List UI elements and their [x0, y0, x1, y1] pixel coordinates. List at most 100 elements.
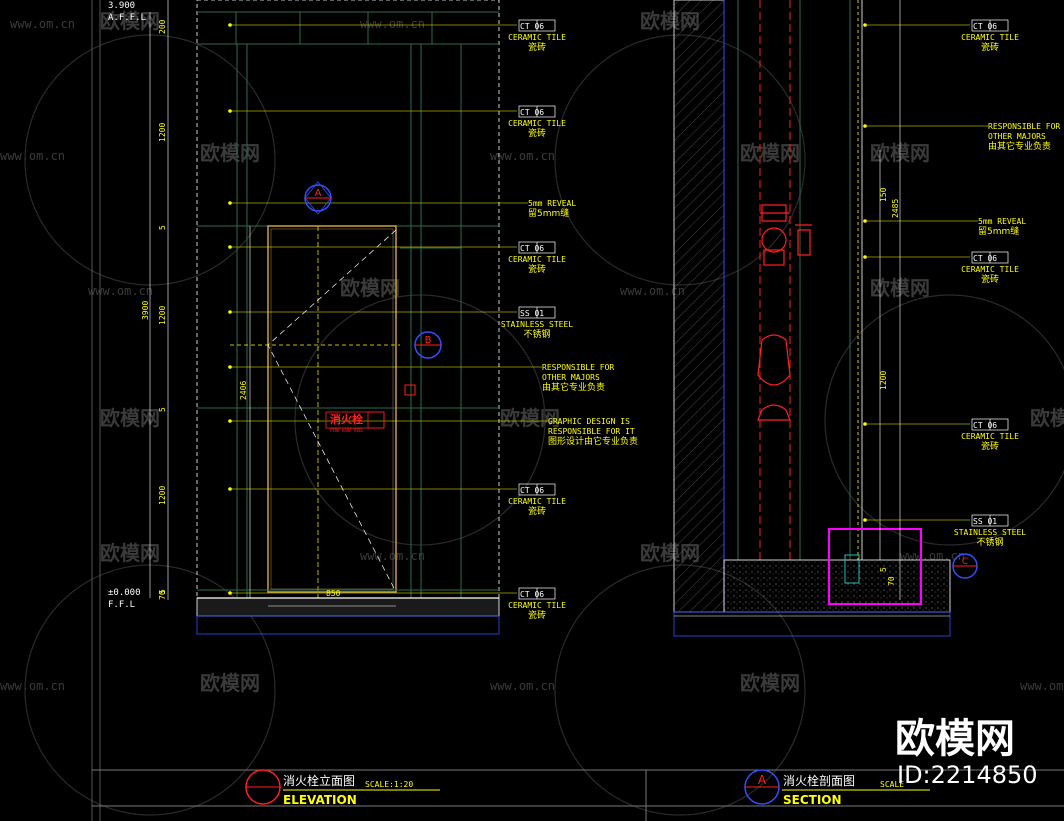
dim-1200-bot: 1200	[158, 486, 167, 505]
watermark-brand: 欧模网	[1030, 406, 1064, 430]
material-label-en: CERAMIC TILE	[508, 497, 566, 506]
elevation-scale: SCALE:1:20	[365, 780, 413, 789]
material-label-en: STAINLESS STEEL	[954, 528, 1026, 537]
watermark-url: www.om.cn	[620, 284, 685, 298]
watermark-url: www.om.cn	[490, 149, 555, 163]
level-top-label: A.F.F.L	[108, 13, 146, 23]
watermark-url: www.om.cn	[360, 549, 425, 563]
section-title-block: A 消火栓剖面图 SCALE SECTION	[744, 769, 930, 807]
dim-1200-top: 1200	[158, 123, 167, 142]
elevation-drawing: 消火栓 FIRE HOSE REEL A B	[149, 0, 548, 635]
elevation-title-mark-icon	[245, 769, 281, 805]
dim-5-b: 5	[158, 407, 167, 412]
section-mark-a-icon: A	[304, 181, 332, 215]
watermark-url: www.om.cn	[490, 679, 555, 693]
dim-1200-mid: 1200	[158, 306, 167, 325]
material-code-tag: CT 06	[971, 251, 1009, 264]
watermark-brand: 欧模网	[100, 541, 160, 565]
section-title-mark: A	[758, 773, 767, 787]
material-code-tag: CT 06	[518, 105, 556, 118]
dim-door-height: 2406	[239, 381, 248, 400]
dim-door-width: 850	[326, 589, 341, 598]
watermark-brand: 欧模网	[200, 671, 260, 695]
elevation-title-block: 消火栓立面图 SCALE:1:20 ELEVATION	[245, 769, 440, 807]
material-code-tag: SS 01	[518, 306, 556, 319]
section-mark-b-label: B	[425, 335, 432, 346]
material-label-en: 5mm REVEAL	[528, 199, 576, 208]
dim-2485: 2485	[891, 199, 900, 218]
hose-nozzle-icon	[757, 334, 791, 421]
brand-id: ID:2214850	[897, 761, 1038, 789]
material-label-en: STAINLESS STEEL	[501, 320, 573, 329]
dim-150: 150	[879, 187, 888, 202]
material-code: SS 01	[973, 517, 997, 526]
material-code: CT 06	[520, 22, 544, 31]
section-title-en: SECTION	[783, 793, 842, 807]
watermark-brand: 欧模网	[340, 276, 400, 300]
material-label-cn: 留5mm缝	[978, 225, 1019, 237]
level-top: 3.900	[108, 1, 135, 11]
dim-70: 70	[158, 590, 167, 600]
dim-5-section: 5	[879, 567, 888, 572]
elevation-title-cn: 消火栓立面图	[283, 773, 355, 788]
material-label-en: CERAMIC TILE	[508, 119, 566, 128]
material-label-cn: 瓷砖	[981, 41, 999, 53]
section-leader-lines	[863, 23, 988, 522]
detail-mark-label: C	[962, 557, 968, 567]
dim-70-section: 70	[887, 576, 896, 586]
watermark-brand: 欧模网	[500, 406, 560, 430]
material-code: CT 06	[520, 244, 544, 253]
material-label-en: CERAMIC TILE	[961, 265, 1019, 274]
material-code-tag: CT 06	[971, 19, 1009, 32]
material-label-en: 5mm REVEAL	[978, 217, 1026, 226]
material-label-cn: 瓷砖	[981, 273, 999, 285]
watermark-brand: 欧模网	[200, 141, 260, 165]
material-label-en: CERAMIC TILE	[508, 33, 566, 42]
watermark-url: www.om.cn	[10, 17, 75, 31]
watermark-brand: 欧模网	[740, 671, 800, 695]
material-label-cn: 由其它专业负责	[988, 140, 1051, 152]
brand-name: 欧模网	[895, 716, 1015, 762]
watermark-brand: 欧模网	[100, 406, 160, 430]
watermark-url: www.om.cn	[360, 17, 425, 31]
section-scale: SCALE	[880, 780, 904, 789]
valve-icon	[760, 204, 812, 266]
material-code: CT 06	[520, 108, 544, 117]
material-label-en: RESPONSIBLE FOR	[988, 122, 1060, 131]
watermark-url: www.om.cn	[0, 149, 65, 163]
material-code-tag: CT 06	[971, 418, 1009, 431]
section-mark-b-icon: B	[414, 331, 442, 359]
material-label-en: CERAMIC TILE	[508, 255, 566, 264]
fire-hose-sign-en: FIRE HOSE REEL	[330, 428, 364, 433]
material-label-cn: 不锈钢	[523, 328, 550, 340]
material-code: CT 06	[520, 486, 544, 495]
material-label-cn: 瓷砖	[528, 41, 546, 53]
material-label-en: CERAMIC TILE	[508, 601, 566, 610]
watermark-url: www.om.cn	[1020, 679, 1064, 693]
dim-5-a: 5	[158, 225, 167, 230]
elevation-title-en: ELEVATION	[283, 793, 357, 807]
material-code: CT 06	[520, 590, 544, 599]
material-label-cn: 瓷砖	[528, 505, 546, 517]
material-label-cn: 瓷砖	[528, 263, 546, 275]
material-code-tag: CT 06	[518, 19, 556, 32]
watermark-url: www.om.cn	[88, 284, 153, 298]
material-code-tag: SS 01	[971, 514, 1009, 527]
material-label-cn: 由其它专业负责	[542, 381, 605, 393]
section-title-mark-icon: A	[744, 769, 780, 805]
level-bottom: ±0.000	[108, 588, 141, 598]
drawing-frame	[91, 0, 1064, 821]
material-label-cn: 不锈钢	[976, 536, 1003, 548]
material-code: SS 01	[520, 309, 544, 318]
material-label-cn: 瓷砖	[528, 609, 546, 621]
material-label-en: GRAPHIC DESIGN IS	[548, 417, 630, 426]
dim-1200-section: 1200	[879, 371, 888, 390]
material-label-en: RESPONSIBLE FOR IT	[548, 427, 635, 436]
material-code-tag: CT 06	[518, 587, 556, 600]
material-code: CT 06	[973, 421, 997, 430]
material-label-en: CERAMIC TILE	[961, 432, 1019, 441]
section-drawing: C	[673, 0, 988, 637]
